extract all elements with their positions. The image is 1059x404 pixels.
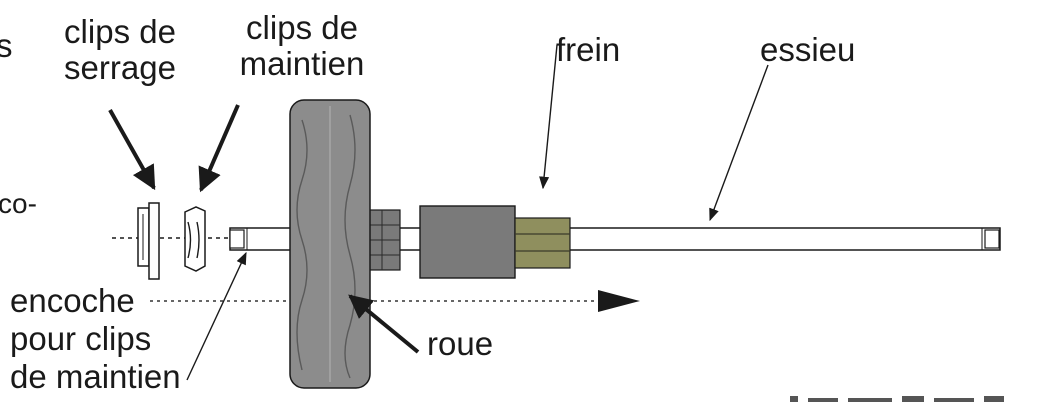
cut-off-text-bottom bbox=[790, 396, 1026, 404]
arrow-essieu bbox=[709, 64, 769, 222]
label-clips-maintien: clips de maintien bbox=[222, 10, 382, 82]
arrow-frein bbox=[539, 44, 558, 190]
arrow-clips-serrage bbox=[108, 109, 156, 191]
wheel bbox=[289, 99, 371, 389]
label-encoche: encoche pour clips de maintien bbox=[10, 282, 181, 396]
label-roue: roue bbox=[427, 325, 494, 362]
arrow-clips-maintien bbox=[198, 104, 240, 193]
label-encoche-line1: encoche bbox=[10, 282, 135, 319]
label-encoche-line3: de maintien bbox=[10, 358, 181, 395]
label-frein: frein bbox=[556, 31, 621, 68]
label-clips-serrage: clips de serrage bbox=[46, 14, 194, 86]
brake bbox=[514, 217, 571, 269]
axle-notch-right bbox=[984, 229, 1000, 249]
arrow-roue bbox=[348, 294, 420, 354]
label-clips-serrage-line1: clips de bbox=[64, 13, 176, 50]
label-clips-serrage-line2: serrage bbox=[64, 49, 176, 86]
label-essieu: essieu bbox=[760, 31, 856, 68]
axle-notch-left bbox=[229, 229, 245, 249]
label-encoche-line2: pour clips bbox=[10, 320, 152, 357]
retaining-clip bbox=[184, 206, 206, 272]
partial-label-top-left: s bbox=[0, 27, 13, 64]
clamping-clip bbox=[137, 202, 160, 280]
arrow-encoche bbox=[186, 251, 247, 381]
label-clips-maintien-line2: maintien bbox=[239, 45, 365, 82]
label-clips-maintien-line1: clips de bbox=[246, 9, 358, 46]
partial-label-mid-left: co- bbox=[0, 188, 37, 219]
insertion-direction-arrowhead bbox=[598, 290, 640, 312]
brake-drum bbox=[419, 205, 516, 279]
